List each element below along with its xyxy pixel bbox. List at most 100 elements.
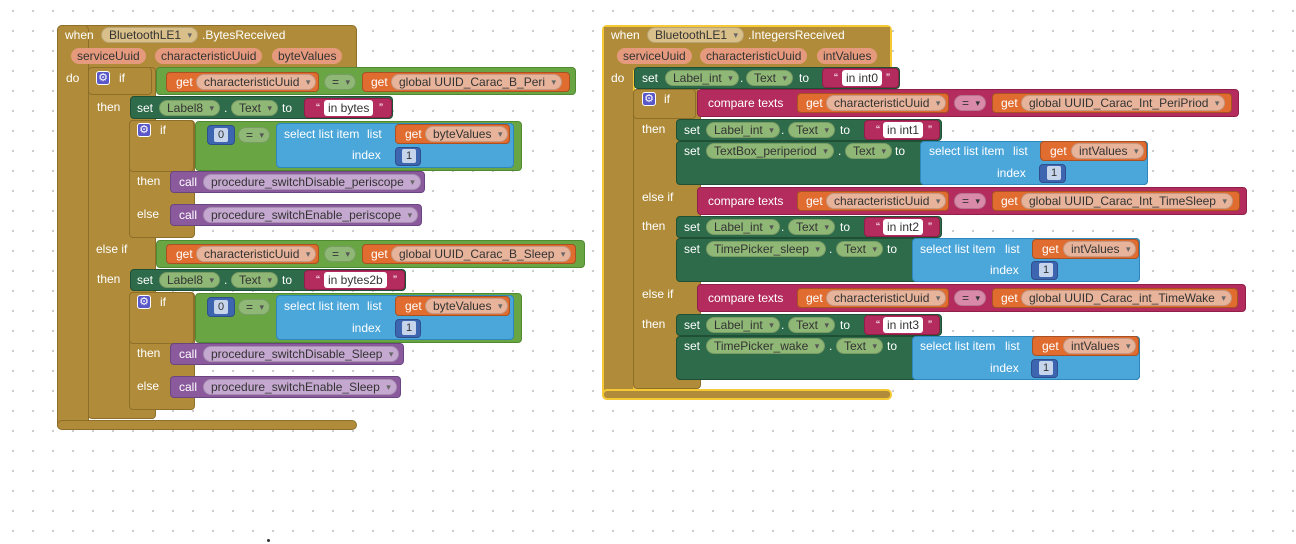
text-value[interactable]: in bytes (324, 100, 374, 116)
do-label: do (66, 71, 80, 85)
property-dropdown[interactable]: Text (788, 122, 836, 138)
var-dropdown[interactable]: intValues (1063, 241, 1137, 257)
component-dropdown[interactable]: Label8 (159, 272, 221, 288)
if-label: if (119, 71, 125, 85)
quote-close: ” (928, 220, 932, 234)
quote-open: “ (316, 101, 320, 115)
eq-dropdown[interactable]: = (238, 127, 271, 143)
dot-label: . (829, 242, 833, 256)
text-value[interactable]: in int0 (842, 70, 883, 86)
gear-icon[interactable]: ⚙ (642, 92, 656, 106)
component-dropdown[interactable]: BluetoothLE1 (101, 27, 199, 43)
index-value[interactable]: 1 (1047, 166, 1061, 180)
global-dropdown[interactable]: global UUID_Carac_int_TimeWake (1021, 290, 1232, 306)
global-dropdown[interactable]: global UUID_Carac_Int_PeriPriod (1021, 95, 1226, 111)
set-label: set (684, 123, 701, 137)
param-intvalues[interactable]: intValues (817, 48, 878, 64)
var-dropdown[interactable]: characteristicUuid (826, 95, 947, 111)
property-dropdown[interactable]: Text (788, 317, 836, 333)
quote-close: ” (393, 273, 397, 287)
param-bytevalues[interactable]: byteValues (272, 48, 343, 64)
procedure-dropdown[interactable]: procedure_switchDisable_Sleep (203, 346, 400, 362)
then-label: then (642, 122, 666, 136)
get-label: get (176, 75, 193, 89)
component-dropdown[interactable]: TimePicker_sleep (706, 241, 826, 257)
set-label: set (684, 144, 701, 158)
get-label: get (1001, 291, 1018, 305)
var-dropdown[interactable]: characteristicUuid (196, 74, 317, 90)
dot-label: . (224, 101, 228, 115)
set-label: set (684, 318, 701, 332)
var-dropdown[interactable]: byteValues (425, 298, 509, 314)
text-value[interactable]: in int3 (883, 317, 924, 333)
component-dropdown[interactable]: Label_int (706, 122, 780, 138)
gear-icon[interactable]: ⚙ (96, 71, 110, 85)
param-characteristicuuid[interactable]: characteristicUuid (155, 48, 263, 64)
event-name: .BytesReceived (202, 28, 286, 42)
global-dropdown[interactable]: global UUID_Carac_Int_TimeSleep (1021, 193, 1233, 209)
param-serviceuuid[interactable]: serviceUuid (617, 48, 692, 64)
select-list-item-label: select list item (284, 127, 360, 141)
component-dropdown[interactable]: BluetoothLE1 (647, 27, 745, 43)
eq-dropdown[interactable]: = (238, 299, 271, 315)
property-dropdown[interactable]: Text (836, 338, 884, 354)
gear-icon[interactable]: ⚙ (137, 123, 151, 137)
param-characteristicuuid[interactable]: characteristicUuid (700, 48, 808, 64)
get-label: get (405, 127, 422, 141)
component-dropdown[interactable]: Label_int (706, 219, 780, 235)
eq-dropdown[interactable]: = (954, 193, 987, 209)
property-dropdown[interactable]: Text (231, 100, 279, 116)
property-dropdown[interactable]: Text (845, 143, 893, 159)
dot-label: . (838, 144, 842, 158)
get-label: get (371, 247, 388, 261)
property-dropdown[interactable]: Text (746, 70, 794, 86)
component-dropdown[interactable]: TimePicker_wake (706, 338, 826, 354)
component-dropdown[interactable]: Label_int (665, 70, 739, 86)
event-body-bar (57, 25, 89, 430)
to-label: to (282, 273, 293, 287)
procedure-dropdown[interactable]: procedure_switchEnable_periscope (203, 207, 419, 223)
to-label: to (895, 144, 906, 158)
quote-close: ” (928, 318, 932, 332)
var-dropdown[interactable]: byteValues (425, 126, 509, 142)
list-label: list (1013, 144, 1028, 158)
procedure-dropdown[interactable]: procedure_switchDisable_periscope (203, 174, 421, 190)
var-dropdown[interactable]: characteristicUuid (196, 246, 317, 262)
component-dropdown[interactable]: Label_int (706, 317, 780, 333)
index-value[interactable]: 1 (402, 149, 416, 163)
eq-dropdown[interactable]: = (324, 246, 357, 262)
number-value[interactable]: 0 (214, 128, 228, 142)
property-dropdown[interactable]: Text (788, 219, 836, 235)
component-dropdown[interactable]: TextBox_periperiod (706, 143, 834, 159)
gear-icon[interactable]: ⚙ (137, 295, 151, 309)
index-label: index (997, 166, 1026, 180)
procedure-dropdown[interactable]: procedure_switchEnable_Sleep (203, 379, 397, 395)
index-value[interactable]: 1 (402, 321, 416, 335)
get-label: get (806, 194, 823, 208)
global-dropdown[interactable]: global UUID_Carac_B_Sleep (391, 246, 572, 262)
eq-dropdown[interactable]: = (324, 74, 357, 90)
property-dropdown[interactable]: Text (231, 272, 279, 288)
param-serviceuuid[interactable]: serviceUuid (71, 48, 146, 64)
get-label: get (806, 96, 823, 110)
text-value[interactable]: in bytes2b (324, 272, 387, 288)
else-if-label: else if (96, 242, 128, 256)
property-dropdown[interactable]: Text (836, 241, 884, 257)
index-value[interactable]: 1 (1039, 263, 1053, 277)
dot-label: . (781, 220, 785, 234)
get-label: get (1042, 242, 1059, 256)
global-dropdown[interactable]: global UUID_Carac_B_Peri (391, 74, 563, 90)
var-dropdown[interactable]: characteristicUuid (826, 290, 947, 306)
component-dropdown[interactable]: Label8 (159, 100, 221, 116)
eq-dropdown[interactable]: = (954, 290, 987, 306)
text-value[interactable]: in int1 (883, 122, 924, 138)
var-dropdown[interactable]: intValues (1063, 338, 1137, 354)
then-label: then (642, 219, 666, 233)
var-dropdown[interactable]: characteristicUuid (826, 193, 947, 209)
text-value[interactable]: in int2 (883, 219, 924, 235)
number-value[interactable]: 0 (214, 300, 228, 314)
index-value[interactable]: 1 (1039, 361, 1053, 375)
set-label: set (684, 242, 701, 256)
eq-dropdown[interactable]: = (954, 95, 987, 111)
var-dropdown[interactable]: intValues (1071, 143, 1145, 159)
